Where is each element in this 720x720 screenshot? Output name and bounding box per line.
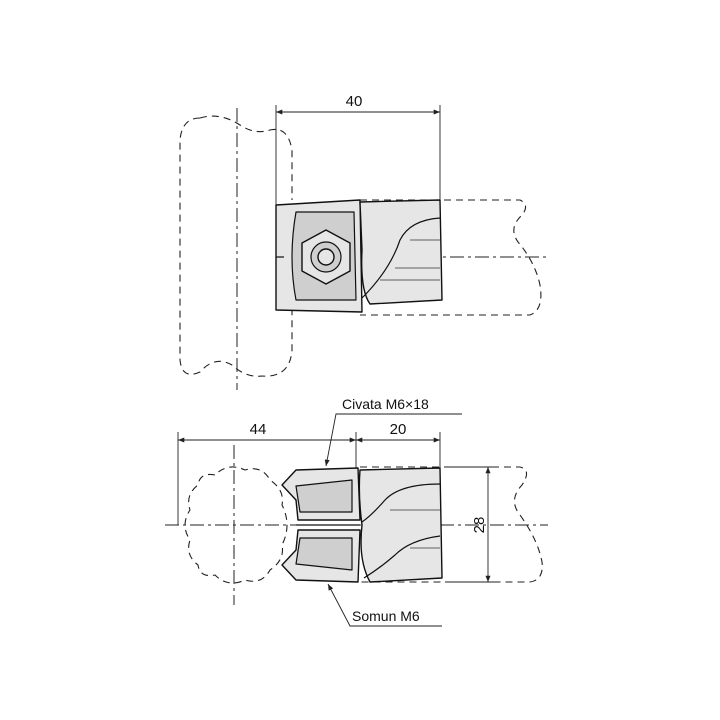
bottom-dim-20-label: 20 [390,421,407,438]
bottom-lower-jaw-face [295,537,353,571]
bottom-upper-jaw-face [295,479,353,513]
bottom-phantom-pipe-section [184,466,288,584]
bottom-dim-28-label: 28 [471,517,488,534]
top-view: 40 [179,93,548,390]
top-bolt-shank [317,248,335,266]
bottom-phantom-horizontal-pipe [360,466,543,583]
bottom-sleeve-slot-upper [361,483,441,523]
top-sleeve [359,199,443,305]
nut-callout-label: Somun M6 [352,608,420,624]
top-dim-40-label: 40 [346,93,363,110]
top-phantom-horizontal-pipe [360,199,542,316]
bolt-leader-line [324,413,462,467]
top-sleeve-slot [361,217,441,299]
bottom-sleeve [358,467,443,583]
top-phantom-vertical-pipe [179,117,293,377]
nut-leader-line [327,583,442,627]
bottom-dim-44-label: 44 [250,421,267,438]
bottom-view: 44 20 28 Civata M6×18 Somun M6 [165,396,548,627]
bolt-callout-label: Civata M6×18 [342,396,429,412]
bottom-sleeve-slot-lower [363,535,441,579]
top-phantom-vertical-pipe-top [199,115,293,200]
